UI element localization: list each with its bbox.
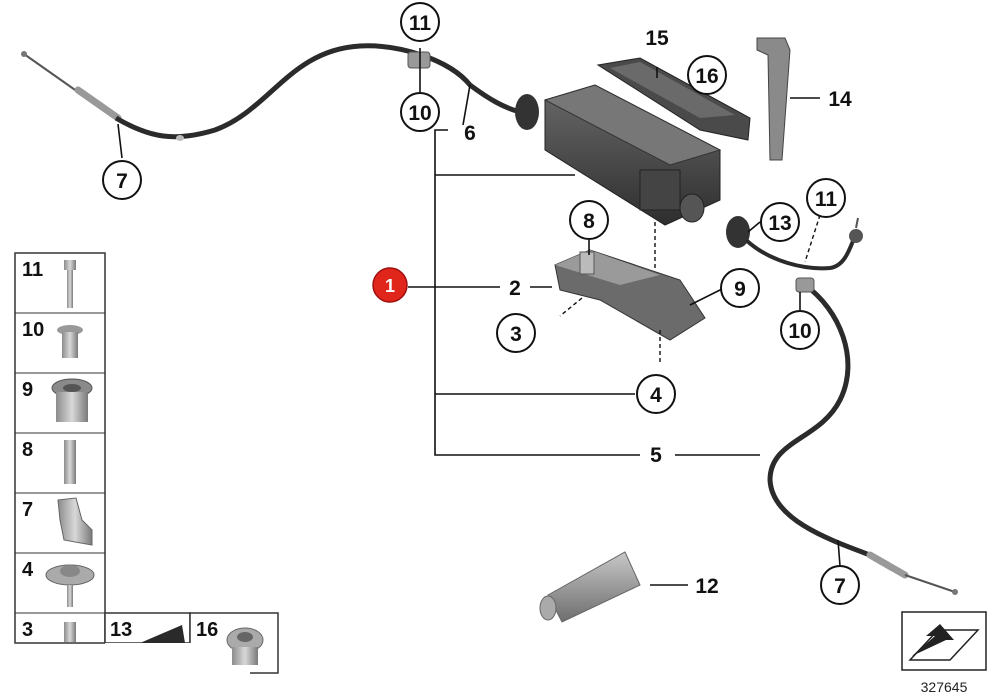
callout-14: 14 — [828, 88, 852, 111]
parts-legend: 11 10 9 8 7 4 3 — [14, 252, 279, 683]
callout-13[interactable]: 13 — [760, 202, 800, 242]
callout-12: 12 — [695, 575, 718, 598]
legend-label: 13 — [110, 619, 132, 641]
diagram-id: 327645 — [921, 679, 968, 695]
legend-row-3: 3 — [22, 619, 76, 642]
legend-label: 3 — [22, 619, 33, 641]
callout-4[interactable]: 4 — [636, 374, 676, 414]
diagram-reference: 327645 — [901, 611, 987, 695]
callout-label: 7 — [116, 170, 128, 193]
callout-15: 15 — [645, 27, 669, 50]
legend-label: 16 — [196, 619, 218, 641]
callout-11-right[interactable]: 11 — [806, 178, 846, 218]
callout-1-highlight[interactable]: 1 — [372, 267, 408, 303]
callout-8[interactable]: 8 — [569, 200, 609, 240]
callout-label: 1 — [385, 276, 395, 296]
callout-3[interactable]: 3 — [496, 313, 536, 353]
cover-part — [596, 57, 751, 141]
legend-row-8: 8 — [22, 439, 76, 484]
callout-9[interactable]: 9 — [720, 268, 760, 308]
right-brake-cable — [726, 216, 958, 595]
callout-label: 10 — [408, 102, 431, 125]
parking-brake-actuator — [515, 84, 722, 268]
callout-6: 6 — [464, 122, 476, 145]
callout-2: 2 — [509, 277, 521, 300]
callout-7-left[interactable]: 7 — [102, 160, 142, 200]
bracket-part — [756, 37, 791, 161]
callout-10-top[interactable]: 10 — [400, 92, 440, 132]
callout-16[interactable]: 16 — [687, 55, 727, 95]
callout-label: 8 — [583, 210, 595, 233]
holder-part — [554, 249, 706, 362]
callout-label: 11 — [409, 12, 432, 35]
callout-label: 11 — [815, 188, 838, 211]
callout-label: 4 — [650, 384, 662, 407]
callout-label: 10 — [788, 320, 811, 343]
legend-label: 4 — [22, 559, 34, 581]
legend-label: 7 — [22, 499, 33, 521]
callout-label: 3 — [510, 323, 522, 346]
callout-label: 7 — [834, 575, 846, 598]
left-brake-cable — [21, 43, 521, 141]
legend-row-11: 11 — [22, 259, 76, 308]
callout-7-right[interactable]: 7 — [820, 565, 860, 605]
leader-lines — [117, 48, 841, 586]
legend-label: 11 — [22, 259, 43, 281]
grease-tube — [539, 551, 641, 623]
legend-label: 8 — [22, 439, 33, 461]
legend-row-10: 10 — [22, 319, 83, 358]
legend-row-9: 9 — [22, 378, 93, 422]
legend-row-7: 7 — [22, 497, 93, 546]
callout-label: 13 — [768, 212, 791, 235]
callout-label: 16 — [695, 65, 718, 88]
legend-label: 9 — [22, 379, 33, 401]
callout-label: 9 — [734, 278, 746, 301]
callout-5: 5 — [650, 444, 662, 467]
legend-row-16: 16 — [196, 619, 264, 665]
callout-10-right[interactable]: 10 — [780, 310, 820, 350]
legend-row-13: 13 — [110, 619, 185, 643]
callout-11-top[interactable]: 11 — [400, 2, 440, 42]
legend-row-4: 4 — [22, 559, 95, 607]
legend-label: 10 — [22, 319, 44, 341]
